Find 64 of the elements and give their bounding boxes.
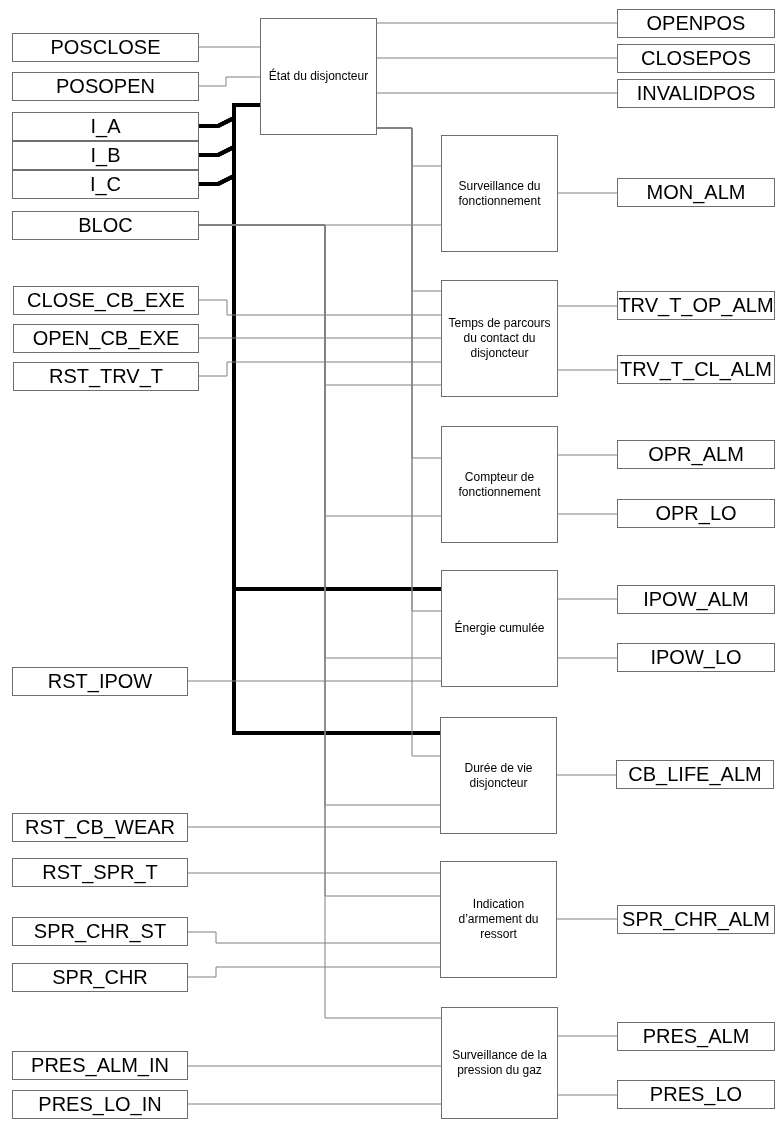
output-signal-box: IPOW_LO bbox=[617, 643, 775, 672]
connector-line bbox=[187, 1103, 442, 1105]
output-signal-box: TRV_T_OP_ALM bbox=[617, 291, 775, 320]
connector-line bbox=[198, 337, 442, 339]
connector-line bbox=[557, 1094, 618, 1096]
connector-line bbox=[187, 966, 441, 978]
connector-line bbox=[557, 454, 618, 456]
function-block: Temps de parcours du contact du disjoncteur bbox=[441, 280, 558, 397]
input-signal-box: CLOSE_CB_EXE bbox=[13, 286, 199, 315]
output-signal-box: PRES_LO bbox=[617, 1080, 775, 1109]
input-signal-box: SPR_CHR_ST bbox=[12, 917, 188, 946]
connector-line bbox=[187, 872, 441, 874]
connector-line bbox=[557, 192, 618, 194]
connector-line bbox=[198, 76, 261, 87]
connector-line bbox=[187, 931, 441, 944]
output-signal-box: INVALIDPOS bbox=[617, 79, 775, 108]
input-signal-box: I_B bbox=[12, 141, 199, 170]
output-signal-box: OPENPOS bbox=[617, 9, 775, 38]
connector-line bbox=[198, 46, 261, 48]
input-signal-box: POSCLOSE bbox=[12, 33, 199, 62]
output-signal-box: MON_ALM bbox=[617, 178, 775, 207]
input-signal-box: RST_SPR_T bbox=[12, 858, 188, 887]
function-block: Surveillance de la pression du gaz bbox=[441, 1007, 558, 1119]
input-signal-box: I_A bbox=[12, 112, 199, 141]
function-block: Compteur de fonctionnement bbox=[441, 426, 558, 543]
output-signal-box: PRES_ALM bbox=[617, 1022, 775, 1051]
input-signal-box: PRES_ALM_IN bbox=[12, 1051, 188, 1080]
input-signal-box: RST_TRV_T bbox=[13, 362, 199, 391]
input-signal-box: RST_CB_WEAR bbox=[12, 813, 188, 842]
input-signal-box: PRES_LO_IN bbox=[12, 1090, 188, 1119]
connector-line bbox=[187, 1065, 442, 1067]
input-signal-box: OPEN_CB_EXE bbox=[13, 324, 199, 353]
connector-line bbox=[198, 299, 442, 316]
connector-line bbox=[376, 92, 618, 94]
output-signal-box: IPOW_ALM bbox=[617, 585, 775, 614]
connector-line bbox=[557, 305, 618, 307]
input-signal-box: POSOPEN bbox=[12, 72, 199, 101]
output-signal-box: TRV_T_CL_ALM bbox=[617, 355, 775, 384]
connector-line bbox=[557, 598, 618, 600]
function-block: Durée de vie disjoncteur bbox=[440, 717, 557, 834]
function-block: Énergie cumulée bbox=[441, 570, 558, 687]
connector-line bbox=[187, 826, 441, 828]
connector-line bbox=[198, 361, 442, 377]
output-signal-box: CLOSEPOS bbox=[617, 44, 775, 73]
connector-line bbox=[557, 369, 618, 371]
connector-line bbox=[556, 774, 617, 776]
output-signal-box: SPR_CHR_ALM bbox=[617, 905, 775, 934]
output-signal-box: OPR_LO bbox=[617, 499, 775, 528]
output-signal-box: OPR_ALM bbox=[617, 440, 775, 469]
connector-line bbox=[376, 57, 618, 59]
input-signal-box: BLOC bbox=[12, 211, 199, 240]
input-signal-box: I_C bbox=[12, 170, 199, 199]
function-block: Indication d’armement du ressort bbox=[440, 861, 557, 978]
connector-line bbox=[187, 680, 442, 682]
connector-line bbox=[557, 513, 618, 515]
connector-line bbox=[557, 1035, 618, 1037]
input-signal-box: SPR_CHR bbox=[12, 963, 188, 992]
connector-line bbox=[376, 22, 618, 24]
connector-line bbox=[556, 918, 618, 920]
function-block: État du disjoncteur bbox=[260, 18, 377, 135]
connector-line bbox=[557, 657, 618, 659]
function-block: Surveillance du fonctionnement bbox=[441, 135, 558, 252]
output-signal-box: CB_LIFE_ALM bbox=[616, 760, 774, 789]
input-signal-box: RST_IPOW bbox=[12, 667, 188, 696]
